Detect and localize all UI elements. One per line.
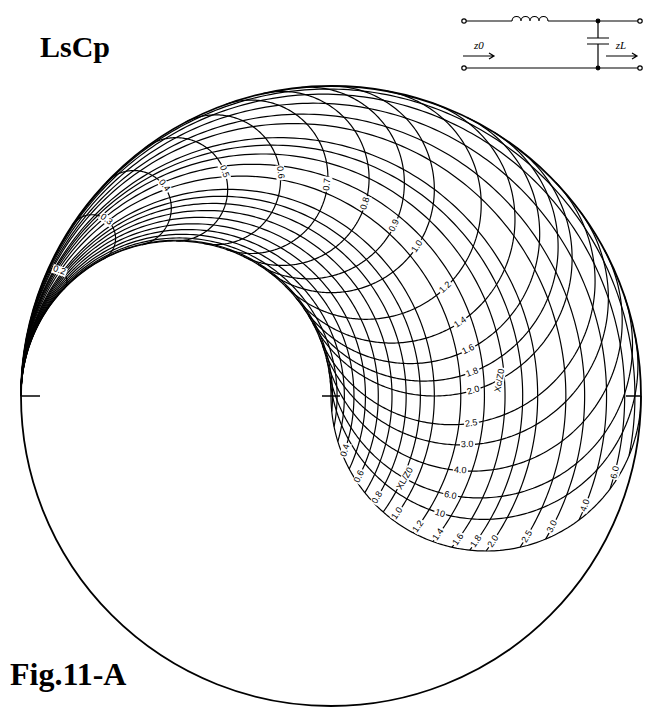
scale-value: 0.8	[359, 195, 372, 211]
scale-value: 1.6	[460, 343, 477, 358]
scale-value: 2.0	[485, 533, 500, 550]
impedance-label: zL	[615, 40, 627, 51]
direction-arrow	[606, 53, 637, 59]
shunt-reactance-arc	[285, 91, 481, 319]
network-schematic	[462, 17, 642, 71]
shunt-reactance-arc	[329, 295, 633, 497]
scale-value: 1.4	[431, 526, 447, 543]
chart-title: LsCp	[40, 30, 110, 64]
shunt-reactance-arc	[319, 182, 595, 424]
wire	[466, 67, 638, 68]
series-reactance-arc	[21, 154, 505, 547]
series-reactance-arc	[21, 94, 625, 489]
shunt-reactance-arc	[330, 335, 638, 520]
chart-grid	[21, 86, 641, 551]
wire	[548, 20, 638, 21]
direction-arrow	[463, 53, 494, 59]
junction-dot	[596, 66, 600, 70]
shunt-reactance-arc	[309, 133, 558, 381]
series-reactance-arc	[21, 89, 635, 456]
scale-value: 6.0	[442, 489, 458, 501]
scale-value: 10	[433, 507, 447, 519]
junction-dot	[596, 19, 600, 23]
scale-value: 1.6	[450, 531, 466, 548]
shunt-reactance-arc	[323, 210, 609, 445]
shunt-reactance-arc	[107, 171, 172, 245]
axis-tick	[322, 395, 340, 397]
scale-value: 1.8	[468, 533, 484, 550]
scale-value: 2.0	[465, 384, 481, 397]
shunt-reactance-arc	[225, 100, 328, 253]
series-reactance-arc	[21, 164, 484, 541]
boundary-arc	[331, 396, 641, 551]
capacitor-symbol	[587, 21, 609, 68]
outer-circle	[21, 86, 641, 706]
series-reactance-arc	[21, 145, 523, 550]
series-reactance-arc	[21, 114, 585, 539]
scale-value: 1.4	[452, 314, 469, 330]
scale-value: 2.5	[464, 418, 480, 429]
scale-value: 0.6	[275, 165, 286, 180]
shunt-reactance-arc	[296, 103, 515, 343]
shunt-reactance-arc	[145, 138, 228, 241]
scale-value: 0.7	[322, 177, 332, 192]
shunt-reactance-arc	[313, 148, 572, 396]
terminal	[462, 19, 466, 23]
scale-value: 0.8	[370, 489, 385, 506]
shunt-reactance-arc	[258, 87, 404, 279]
series-reactance-arc	[21, 211, 392, 493]
scale-value: 1.2	[410, 518, 426, 535]
scale-value: 1.8	[463, 365, 480, 379]
series-reactance-arc	[21, 224, 365, 469]
terminal	[638, 66, 642, 70]
axis-tick	[21, 395, 40, 397]
shunt-reactance-arc	[269, 86, 434, 293]
series-reactance-arc	[21, 138, 538, 551]
series-reactance-arc	[21, 241, 331, 396]
scale-value: 0.4	[338, 442, 351, 459]
inductor-symbol	[512, 17, 548, 22]
scale-value: 0.9	[387, 217, 401, 234]
scale-value: 1.0	[409, 238, 425, 255]
wire	[466, 20, 512, 21]
scale-value: 3.0	[545, 518, 559, 535]
terminal	[638, 19, 642, 23]
scale-value: 2.5	[520, 527, 535, 544]
shunt-reactance-arc	[185, 115, 280, 245]
shunt-reactance-arc	[244, 91, 369, 265]
impedance-label: z0	[473, 40, 485, 51]
scale-value: 6.0	[609, 464, 621, 480]
terminal	[462, 66, 466, 70]
shunt-reactance-arc	[303, 117, 539, 363]
axis-tick	[626, 395, 641, 397]
shunt-reactance-arc	[326, 250, 622, 471]
scale-value: 0.6	[352, 468, 366, 485]
scale-value: 3.0	[460, 440, 475, 450]
axis-label: XL/Z0	[395, 464, 416, 491]
scale-value: 4.0	[453, 466, 468, 476]
figure-caption: Fig.11-A	[10, 656, 126, 693]
